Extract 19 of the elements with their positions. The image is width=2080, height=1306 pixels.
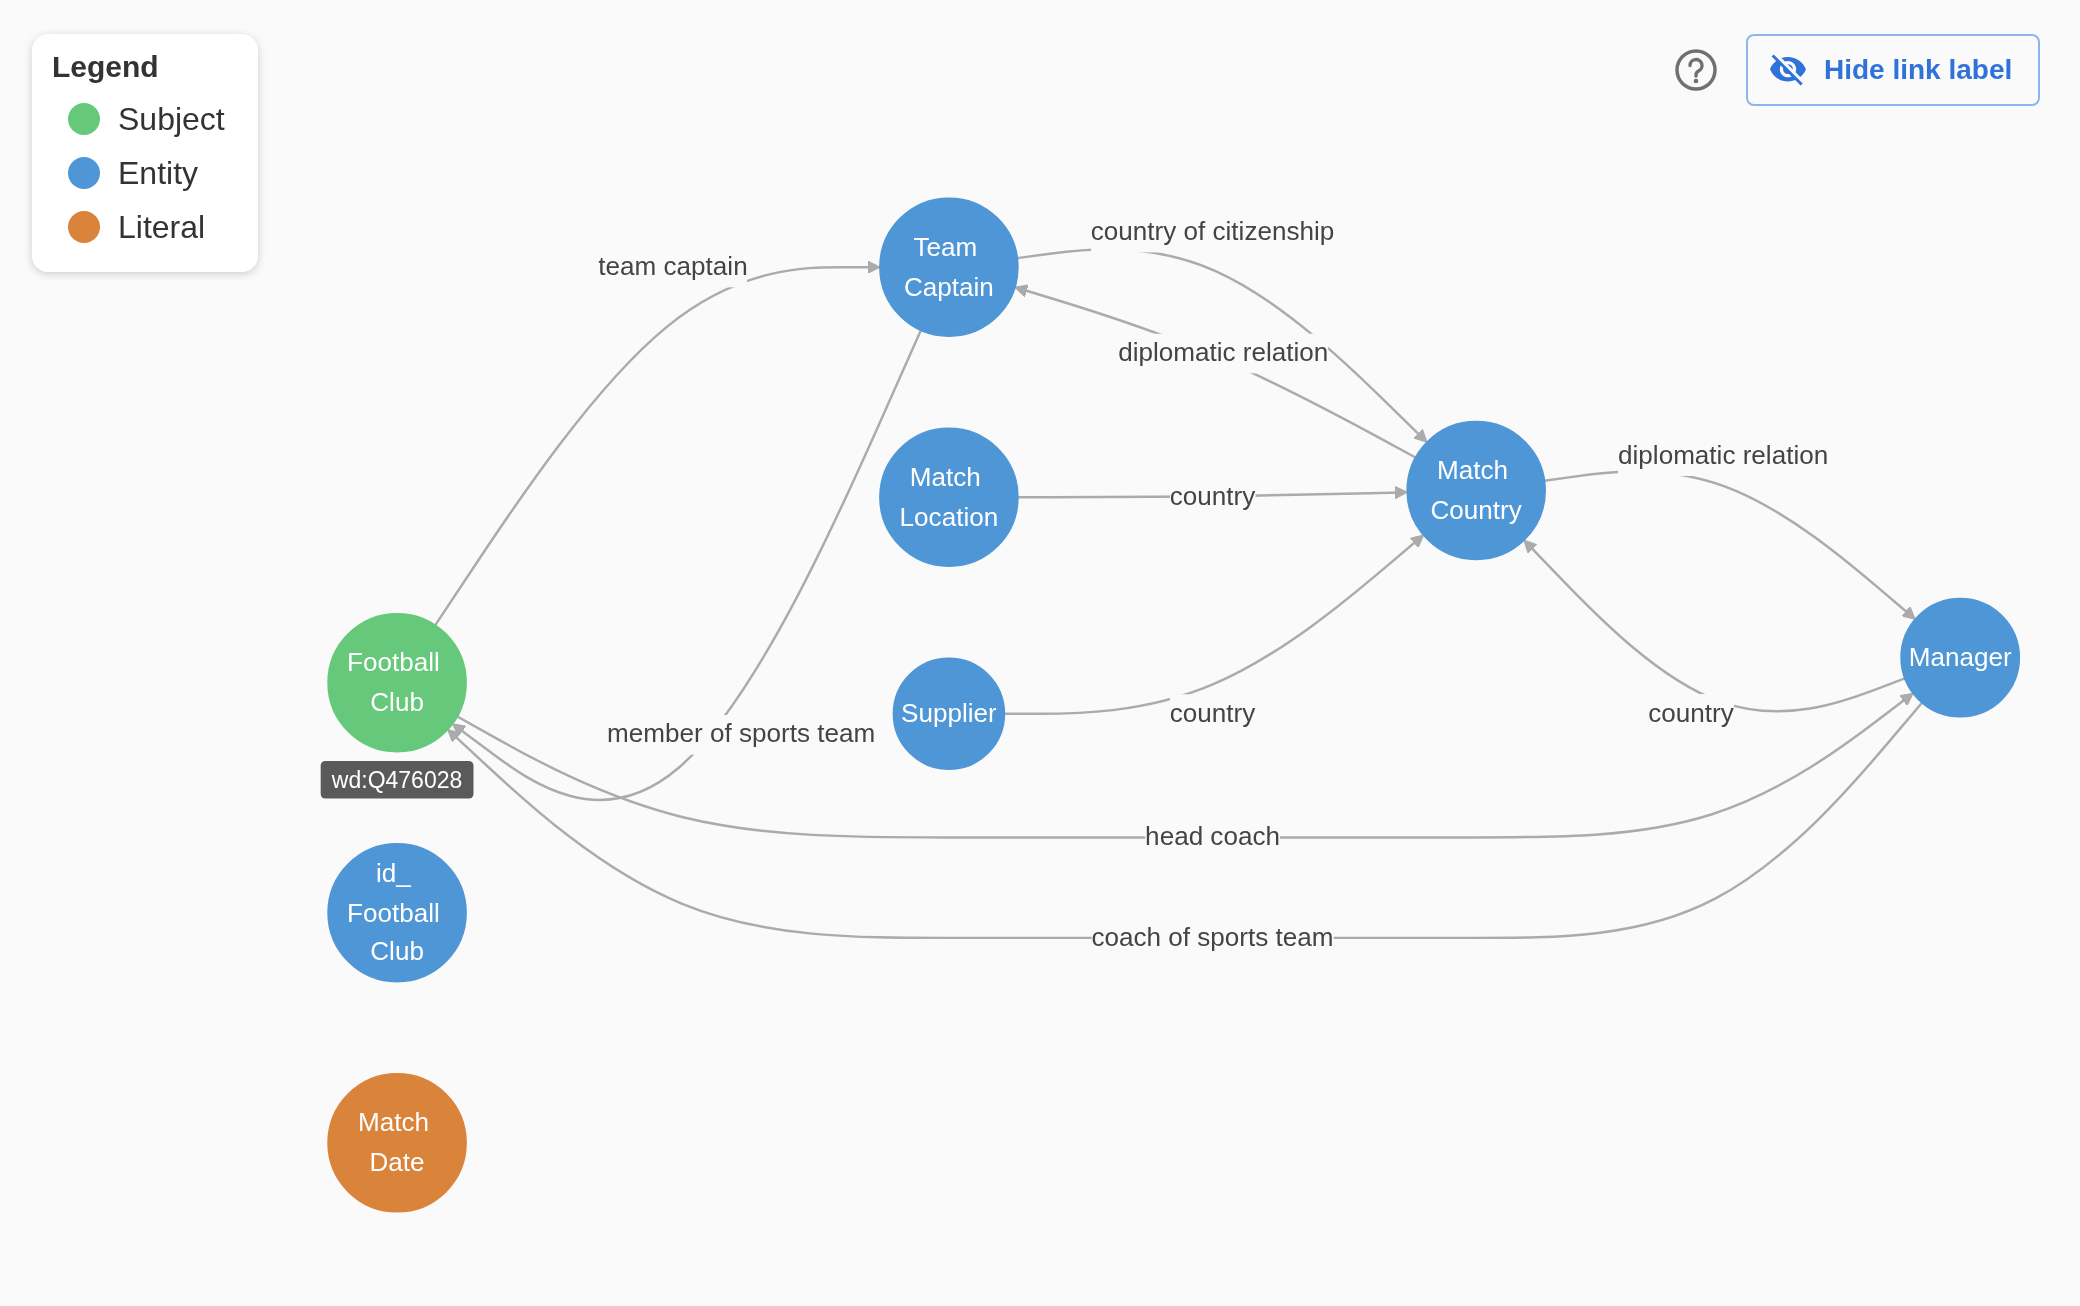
- circle-node: Football Club: [327, 612, 467, 753]
- arrow: [1523, 539, 1906, 713]
- circle-node: Match Date: [327, 1073, 467, 1213]
- circle-node: Team Captain: [879, 197, 1019, 337]
- legend-label: Entity: [118, 154, 199, 192]
- legend-label: Subject: [118, 100, 225, 138]
- arrow: [1004, 534, 1425, 716]
- id-tooltip: wd:Q476028: [320, 760, 474, 799]
- arrow: [456, 692, 1914, 839]
- legend-label: Literal: [118, 208, 206, 246]
- circle-node: Manager: [1900, 597, 2021, 718]
- circle-node: Match Location: [879, 427, 1019, 568]
- arrow: [434, 260, 881, 626]
- circle-node: Match Country: [1406, 420, 1546, 561]
- legend-title: Legend: [52, 50, 159, 84]
- circle-node: id_ Football Club: [327, 842, 467, 983]
- circle-node: Supplier: [892, 657, 1006, 771]
- hide-link-label-button: Hide link label: [1746, 34, 2041, 106]
- arrow: [451, 329, 922, 801]
